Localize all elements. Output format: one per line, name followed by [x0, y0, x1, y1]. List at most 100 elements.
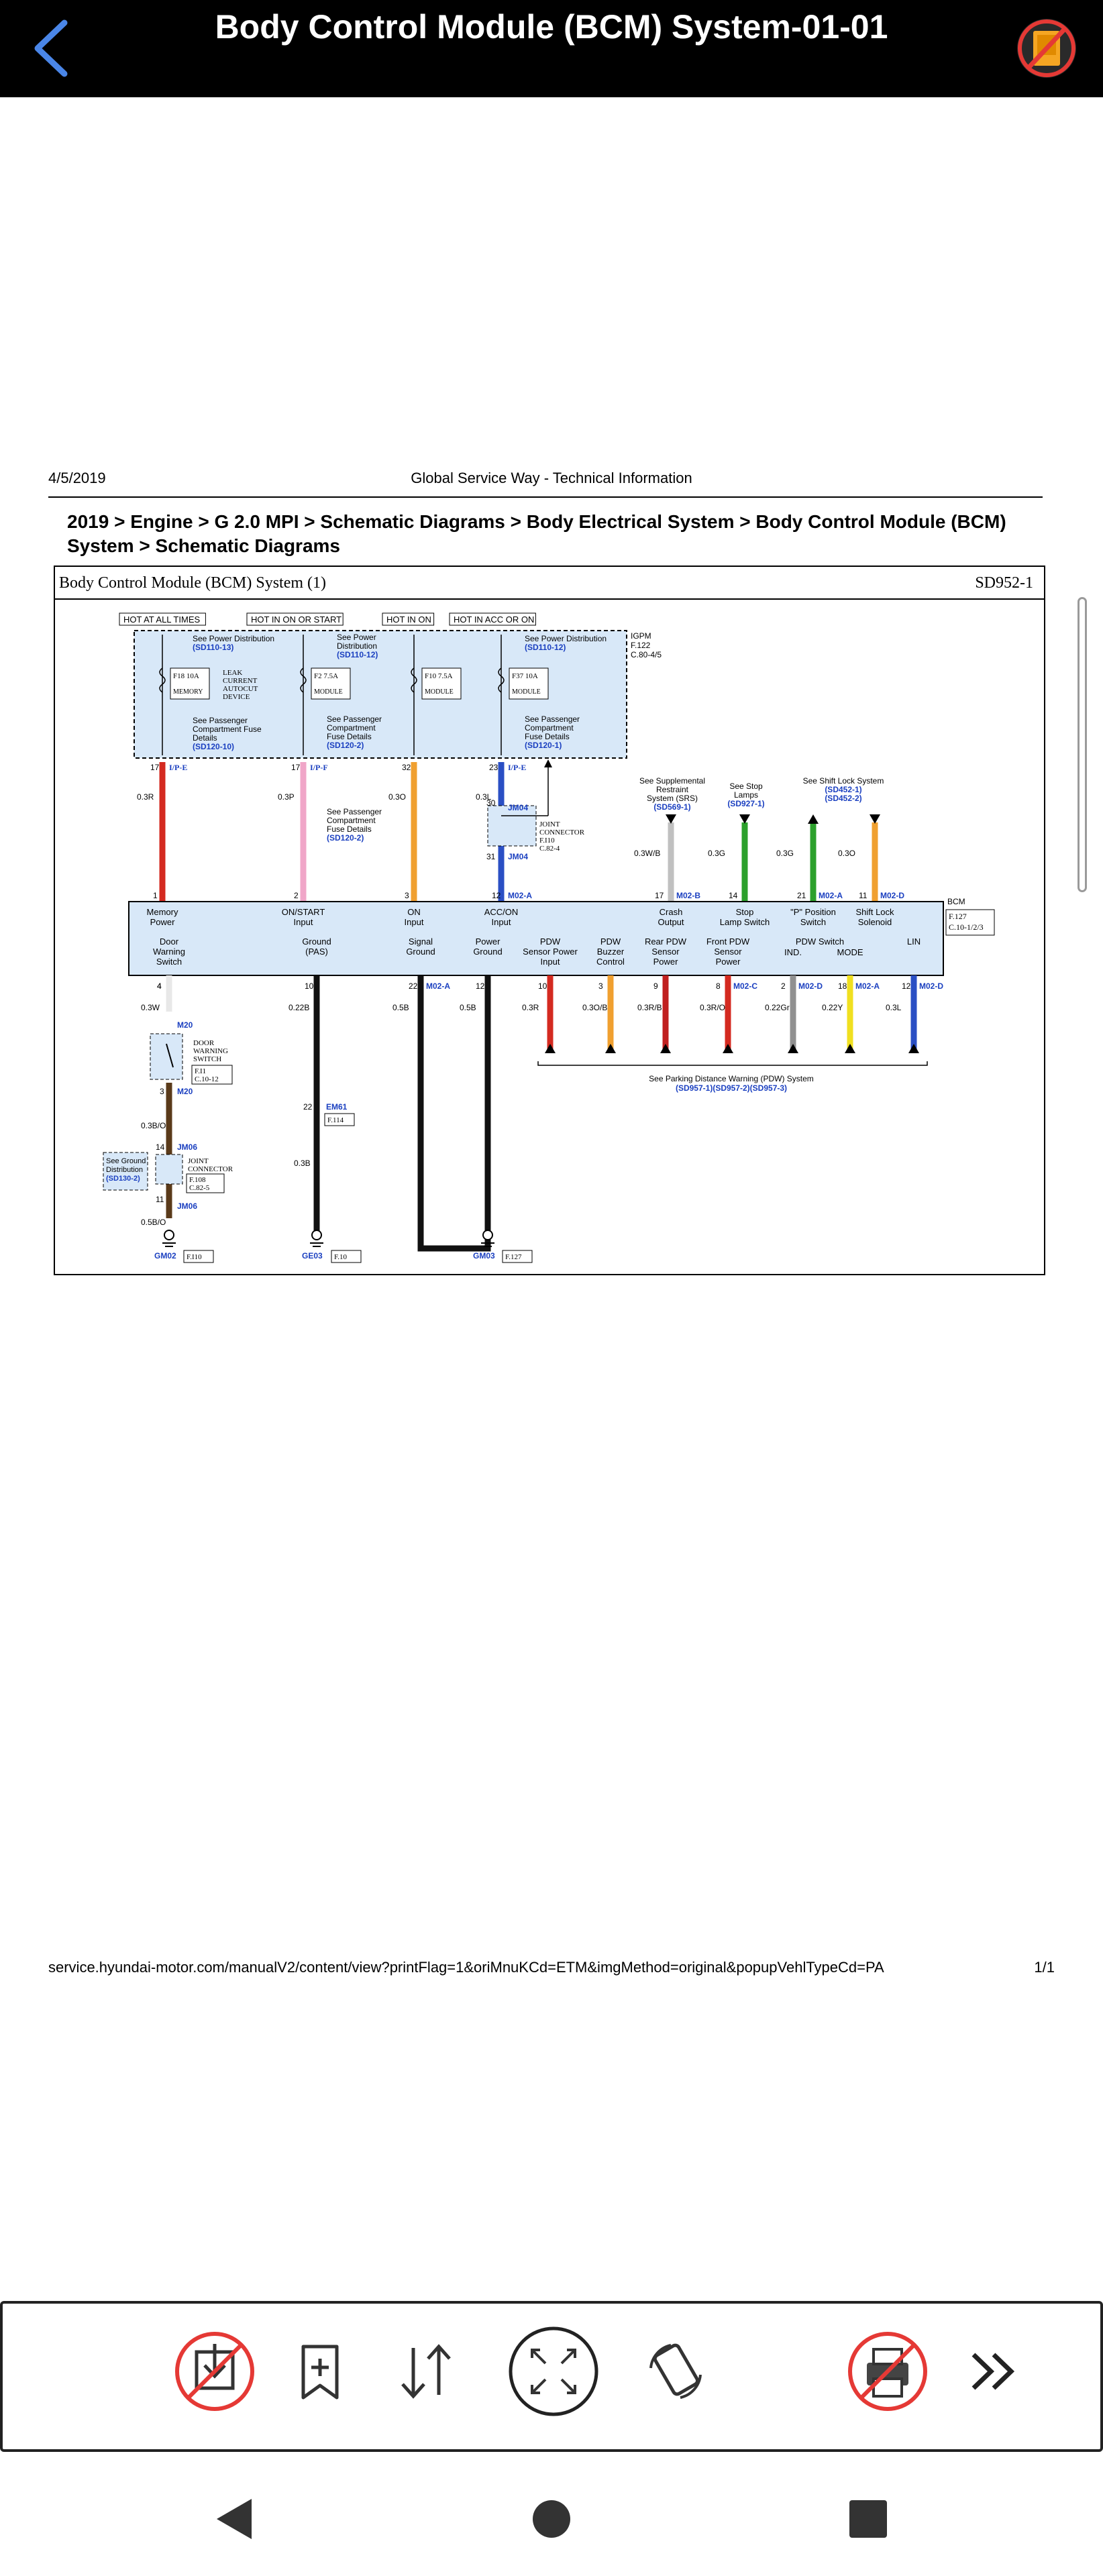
pin-number: 12 — [476, 981, 485, 991]
diagram-code: SD952-1 — [975, 574, 1033, 592]
nav-home-icon — [533, 2500, 570, 2538]
bcm-output-label: Ground — [406, 947, 435, 957]
wire-gauge: 0.3B/O — [141, 1121, 166, 1130]
fuse-ref: See Passenger — [327, 807, 382, 816]
joint-label: C.82-5 — [189, 1184, 210, 1192]
print-disabled-icon — [848, 2332, 927, 2411]
wire-gauge: 0.22B — [288, 1003, 309, 1012]
wire-gauge: 0.3B — [294, 1159, 311, 1168]
print-disabled-button[interactable] — [844, 2328, 931, 2415]
breadcrumb: 2019 > Engine > G 2.0 MPI > Schematic Di… — [67, 511, 1006, 556]
door-switch-label: WARNING — [193, 1047, 228, 1055]
pin-number: 17 — [655, 891, 664, 900]
edit-disabled-button[interactable] — [1013, 15, 1080, 82]
fuse-symbol — [498, 667, 505, 693]
wire-gauge: 0.3O — [838, 849, 855, 858]
fuse-box — [509, 667, 549, 700]
back-button[interactable] — [25, 15, 79, 82]
connector-label: M02-B — [676, 891, 700, 900]
door-switch-label: C.10-12 — [195, 1075, 219, 1083]
bcm-input-label: Output — [658, 917, 684, 927]
leak-label: DEVICE — [223, 693, 250, 701]
bcm-output-label: Input — [541, 957, 560, 967]
bcm-output-label: Rear PDW — [645, 936, 687, 947]
pin-number: 22 — [303, 1102, 313, 1112]
pin-number: 2 — [294, 891, 299, 900]
pin-number: 21 — [797, 891, 806, 900]
rotate-button[interactable] — [632, 2328, 719, 2415]
arrow-icon — [723, 1044, 733, 1053]
door-switch-label: F.I1 — [195, 1067, 206, 1075]
bcm-label: F.127 — [949, 912, 967, 921]
arrow-icon — [739, 814, 750, 824]
connector-label: M02-C — [733, 981, 757, 991]
bcm-output-label: Sensor Power — [523, 947, 578, 957]
nav-recents-button[interactable] — [828, 2482, 908, 2556]
vertical-scrollbar[interactable] — [1078, 597, 1087, 892]
nav-home-button[interactable] — [511, 2482, 592, 2556]
shift-ref: (SD452-1) — [825, 785, 861, 794]
pin-number: 14 — [729, 891, 738, 900]
connector-label: M20 — [177, 1020, 193, 1030]
shift-ref: See Shift Lock System — [803, 776, 884, 786]
fuse-symbol — [159, 667, 166, 693]
pin-number: 30 — [486, 798, 496, 808]
fuse-ref: Compartment — [327, 816, 376, 825]
pin-number: 12 — [902, 981, 911, 991]
fuse-ref: See Power Distribution — [525, 634, 607, 643]
ground-ref-box — [103, 1152, 148, 1191]
diagram-title: Body Control Module (BCM) System (1) — [59, 574, 327, 592]
joint-label: F.108 — [189, 1176, 206, 1184]
door-switch-label: SWITCH — [193, 1055, 221, 1063]
connector-label: M02-A — [426, 981, 450, 991]
igpm-label: C.80-4/5 — [631, 650, 662, 659]
fuse-ref: Distribution — [337, 641, 377, 651]
download-disabled-button[interactable] — [171, 2328, 258, 2415]
hot-label-box — [119, 612, 206, 626]
add-bookmark-button[interactable] — [276, 2328, 364, 2415]
joint-label: F.I10 — [539, 837, 555, 845]
fuse-ref: See Passenger — [525, 714, 580, 724]
wire-gauge: 0.3R — [137, 792, 154, 802]
fuse-sub: MODULE — [512, 688, 541, 696]
app-title: Body Control Module (BCM) System-01-01 — [215, 8, 888, 46]
rotate-icon — [649, 2343, 702, 2399]
arrow-icon — [845, 1044, 855, 1053]
fullscreen-icon — [509, 2326, 598, 2416]
pin-number: 32 — [402, 763, 411, 772]
bcm-input-label: Shift Lock — [855, 907, 894, 917]
em-tag — [324, 1113, 355, 1126]
ground-icon — [164, 1230, 174, 1240]
wire-gauge: 0.5B — [460, 1003, 476, 1012]
bcm-output-label: Ground — [473, 947, 502, 957]
leak-label: CURRENT — [223, 677, 258, 685]
shift-ref: (SD452-2) — [825, 794, 861, 803]
bcm-input-label: "P" Position — [790, 907, 836, 917]
nav-back-icon — [217, 2499, 252, 2539]
bcm-output-label: (PAS) — [305, 947, 328, 957]
fuse-ref: Fuse Details — [327, 824, 372, 834]
schematic-frame — [54, 566, 1045, 1275]
wire-gauge: 0.3R/B — [637, 1003, 662, 1012]
bcm-output-label: IND. — [784, 947, 802, 957]
joint-connector-box — [487, 805, 537, 847]
bcm-output-label: Power — [653, 957, 679, 967]
more-button[interactable] — [949, 2328, 1037, 2415]
bcm-output-label: Ground — [302, 936, 331, 947]
nav-back-button[interactable] — [191, 2482, 272, 2556]
sort-button[interactable] — [382, 2328, 470, 2415]
arrow-icon — [808, 814, 819, 824]
bottom-toolbar — [0, 2301, 1103, 2452]
joint-tag — [186, 1173, 225, 1193]
pin-number: 10 — [538, 981, 547, 991]
document-viewer[interactable] — [0, 97, 1103, 2301]
wire-gauge: 0.5B/O — [141, 1218, 166, 1227]
connector-label: M02-A — [819, 891, 843, 900]
doc-header: Global Service Way - Technical Informati… — [411, 470, 692, 486]
wire-bottom — [417, 1208, 491, 1252]
fullscreen-button[interactable] — [507, 2324, 600, 2418]
fuse-ref: Fuse Details — [525, 732, 570, 741]
fuse-ref: See Power — [337, 633, 376, 642]
wire-gauge: 0.3R/O — [700, 1003, 725, 1012]
srs-ref: (SD569-1) — [653, 802, 690, 812]
